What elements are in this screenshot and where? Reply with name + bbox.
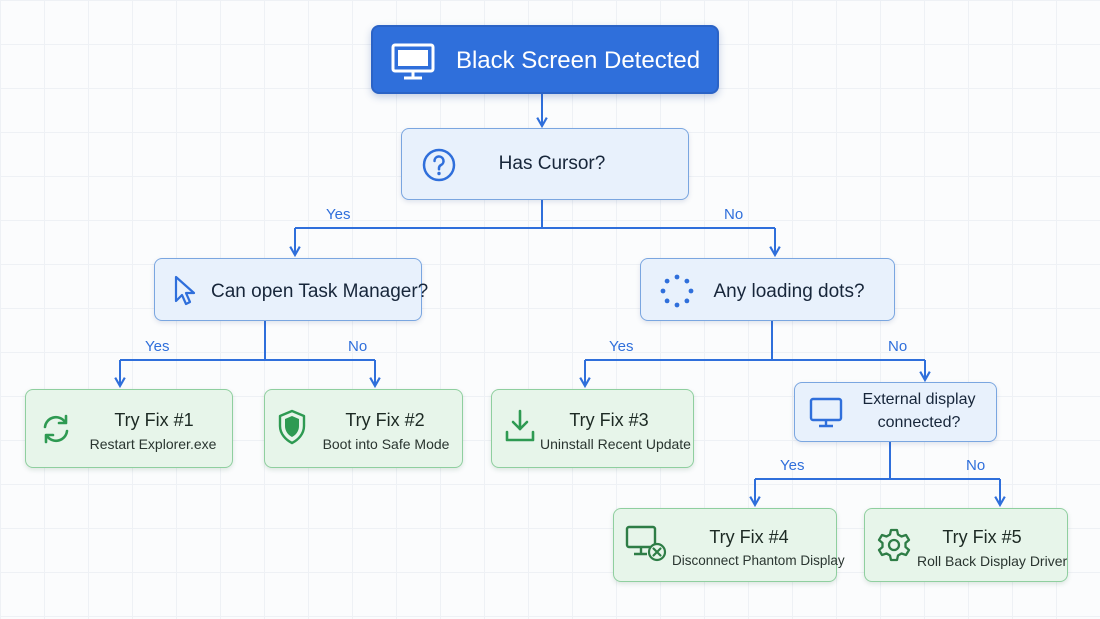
loading-dots-icon [660,274,694,308]
edge-label-display-yes: Yes [780,457,805,474]
question-external-display-line1: External display [862,391,976,408]
question-external-display[interactable]: External display connected? [794,382,997,442]
question-external-display-line2: connected? [877,414,961,431]
fix-3-title: Try Fix #3 [569,410,649,430]
cursor-icon [174,275,196,306]
edge-label-cursor-no: No [724,206,744,223]
fix-2-title: Try Fix #2 [345,410,425,430]
fix-node-5[interactable]: Try Fix #5 Roll Back Display Driver [864,508,1068,582]
monitor-icon [809,397,843,428]
question-has-cursor[interactable]: Has Cursor? [401,128,689,200]
fix-node-1[interactable]: Try Fix #1 Restart Explorer.exe [25,389,233,468]
fix-1-title: Try Fix #1 [114,410,194,430]
edge-label-display-no: No [966,457,986,474]
download-icon [505,409,535,442]
connector-cursor-branch [295,200,775,229]
start-node[interactable]: Black Screen Detected [371,25,719,94]
connector-task-branch [120,321,375,361]
edge-label-cursor-yes: Yes [326,206,351,223]
gear-icon [877,528,911,562]
fix-5-title: Try Fix #5 [942,527,1022,547]
question-has-cursor-label: Has Cursor? [498,153,606,174]
start-node-label: Black Screen Detected [455,47,701,74]
fix-4-title: Try Fix #4 [709,527,789,547]
edge-label-dots-no: No [888,338,908,355]
edge-label-dots-yes: Yes [609,338,634,355]
question-loading-dots[interactable]: Any loading dots? [640,258,895,321]
question-task-manager-label: Can open Task Manager? [211,281,429,302]
refresh-icon [43,414,69,444]
fix-4-subtitle: Disconnect Phantom Display [672,553,845,568]
monitor-x-icon [625,525,667,562]
connector-display-branch [755,442,1000,480]
edge-label-task-yes: Yes [145,338,170,355]
connector-dots-branch [585,321,925,361]
fix-node-2[interactable]: Try Fix #2 Boot into Safe Mode [264,389,463,468]
fix-2-subtitle: Boot into Safe Mode [322,436,450,452]
fix-node-4[interactable]: Try Fix #4 Disconnect Phantom Display [613,508,845,582]
fix-1-subtitle: Restart Explorer.exe [89,436,217,452]
shield-icon [278,409,306,445]
edge-label-task-no: No [348,338,368,355]
fix-5-subtitle: Roll Back Display Driver [917,553,1068,569]
question-icon [422,148,456,182]
monitor-icon [391,43,435,80]
question-loading-dots-label: Any loading dots? [713,281,865,302]
fix-node-3[interactable]: Try Fix #3 Uninstall Recent Update [491,389,694,468]
question-task-manager[interactable]: Can open Task Manager? [154,258,429,321]
fix-3-subtitle: Uninstall Recent Update [540,436,691,452]
